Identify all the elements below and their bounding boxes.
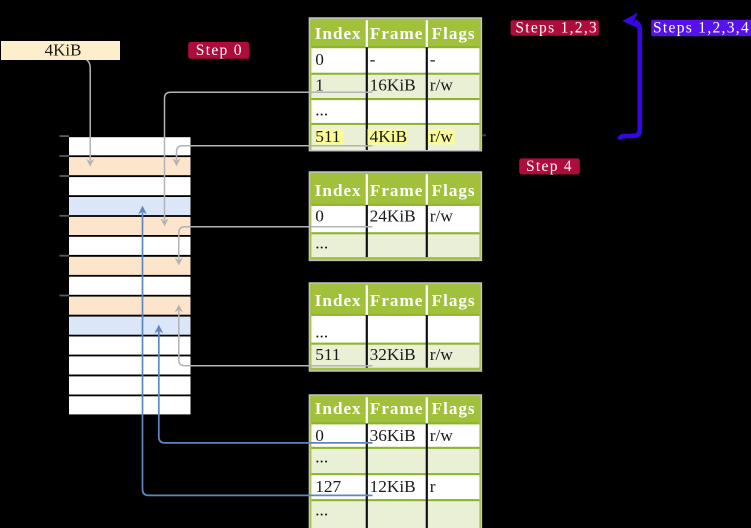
svg-text:Step 0: Step 0 [196, 42, 243, 59]
svg-text:Flags: Flags [432, 399, 476, 418]
svg-text:Index: Index [315, 24, 362, 43]
svg-text:...: ... [315, 101, 328, 120]
svg-text:-: - [370, 50, 376, 69]
svg-text:...: ... [315, 501, 328, 520]
svg-text:32KiB: 32KiB [370, 345, 416, 364]
svg-text:1: 1 [315, 75, 324, 94]
svg-text:...: ... [315, 448, 328, 467]
svg-text:24KiB: 24KiB [370, 207, 416, 226]
svg-text:r/w: r/w [430, 75, 454, 94]
svg-text:...: ... [315, 323, 328, 342]
svg-text:Frame: Frame [370, 291, 423, 310]
svg-text:0: 0 [315, 426, 324, 445]
svg-text:Steps 1,2,3,4: Steps 1,2,3,4 [653, 20, 750, 37]
svg-text:Index: Index [315, 181, 362, 200]
svg-text:4KiB: 4KiB [370, 127, 407, 146]
svg-text:0: 0 [315, 207, 324, 226]
svg-text:Flags: Flags [432, 24, 476, 43]
svg-text:12KiB: 12KiB [370, 477, 416, 496]
svg-text:Flags: Flags [432, 291, 476, 310]
svg-text:Frame: Frame [370, 181, 423, 200]
svg-text:-: - [430, 50, 436, 69]
svg-text:16KiB: 16KiB [370, 75, 416, 94]
svg-text:36KiB: 36KiB [370, 426, 416, 445]
svg-text:Step 4: Step 4 [526, 158, 573, 175]
svg-text:Flags: Flags [432, 181, 476, 200]
svg-text:4KiB: 4KiB [45, 41, 82, 60]
svg-text:r/w: r/w [430, 127, 454, 146]
svg-text:r/w: r/w [430, 207, 454, 226]
svg-text:...: ... [315, 233, 328, 252]
svg-text:Frame: Frame [370, 399, 423, 418]
svg-text:0: 0 [315, 50, 324, 69]
svg-text:511: 511 [315, 127, 340, 146]
svg-text:r/w: r/w [430, 426, 454, 445]
svg-text:127: 127 [315, 477, 341, 496]
svg-text:511: 511 [315, 345, 340, 364]
svg-text:Steps 1,2,3: Steps 1,2,3 [515, 20, 598, 37]
svg-text:Index: Index [315, 399, 362, 418]
svg-text:r: r [430, 477, 436, 496]
svg-text:Frame: Frame [370, 24, 423, 43]
svg-text:Index: Index [315, 291, 362, 310]
svg-text:r/w: r/w [430, 345, 454, 364]
